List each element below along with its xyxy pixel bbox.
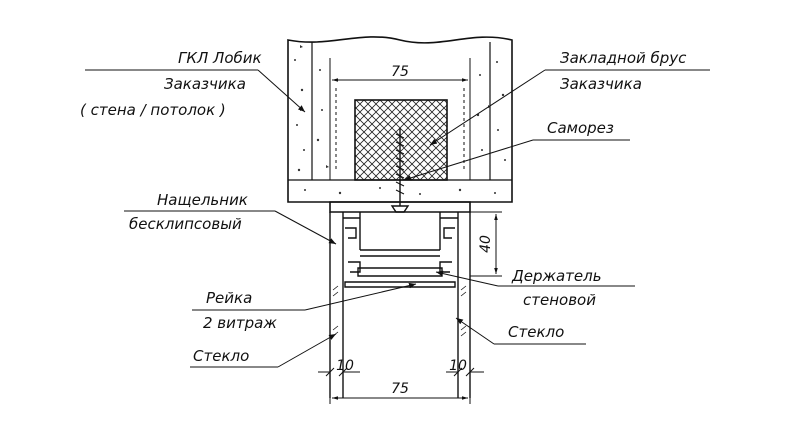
dimension-height-label: 40 (478, 235, 494, 253)
leader-derzhatel: Держатель стеновой (435, 267, 635, 309)
label-reyka-line2: 2 витраж (203, 314, 277, 332)
dimension-height: 40 (470, 211, 502, 277)
leader-brus: Закладной брус Заказчика (429, 49, 710, 146)
dimension-glass-left-label: 10 (336, 358, 354, 374)
screw (390, 128, 410, 213)
leader-gkl: ГКЛ Лобик Заказчика ( стена / потолок ) (80, 49, 306, 119)
label-nashchelnik-line2: бесклипсовый (129, 215, 242, 233)
label-gkl-line1: ГКЛ Лобик (178, 49, 262, 67)
leader-samorez: Саморез (403, 119, 630, 181)
label-nashchelnik-line1: Нащельник (157, 191, 248, 209)
label-brus-line1: Закладной брус (560, 49, 687, 67)
leader-steklo-left: Стекло (190, 333, 337, 368)
leader-reyka: Рейка 2 витраж (192, 282, 417, 332)
dimension-top: 75 (329, 58, 471, 82)
label-steklo-left: Стекло (193, 347, 249, 365)
leader-nashchelnik: Нащельник бесклипсовый (124, 191, 337, 245)
label-gkl-line2: Заказчика (164, 75, 246, 93)
label-brus-line2: Заказчика (560, 75, 642, 93)
dimension-top-label: 75 (391, 64, 409, 80)
label-steklo-right: Стекло (508, 323, 564, 341)
aluminum-profile (329, 201, 471, 398)
label-samorez: Саморез (547, 119, 614, 137)
dimension-glass: 10 10 (318, 355, 484, 377)
label-derzhatel-line2: стеновой (523, 291, 596, 309)
label-gkl-line3: ( стена / потолок ) (80, 101, 226, 119)
label-reyka-line1: Рейка (206, 289, 252, 307)
leader-steklo-right: Стекло (455, 317, 586, 345)
label-derzhatel-line1: Держатель (511, 267, 602, 285)
dimension-glass-right-label: 10 (449, 358, 467, 374)
dimension-bottom: 75 (329, 381, 471, 404)
drywall-stipple (294, 45, 506, 195)
dimension-bottom-label: 75 (391, 381, 409, 397)
